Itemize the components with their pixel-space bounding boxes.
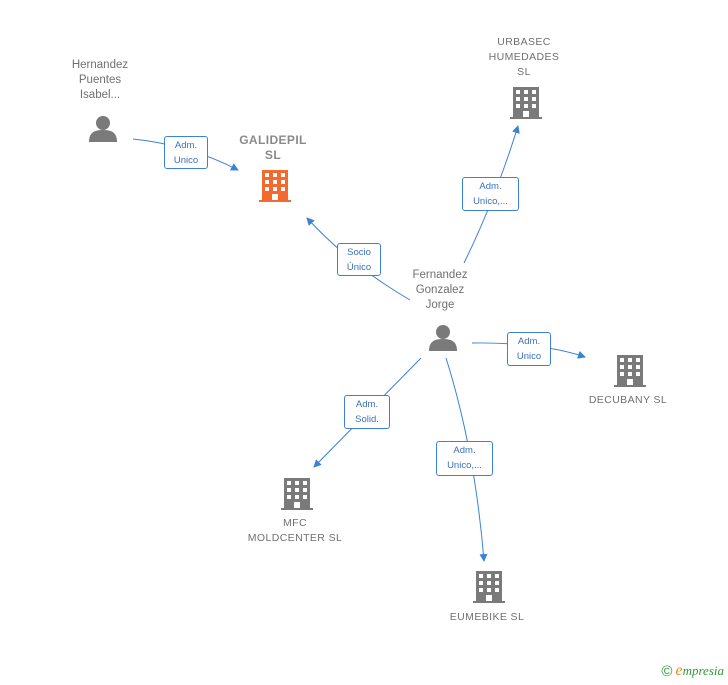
decubany-label[interactable]: DECUBANY SL bbox=[588, 394, 668, 406]
footer-brand: ©empresia bbox=[661, 662, 724, 680]
galidepil-label[interactable]: GALIDEPIL SL bbox=[239, 133, 307, 162]
hernandez-label[interactable]: Hernandez Puentes Isabel... bbox=[71, 59, 129, 101]
eumebike-building-icon[interactable] bbox=[473, 571, 505, 603]
fernandez-label[interactable]: Fernandez Gonzalez Jorge bbox=[412, 269, 468, 311]
brand-logo-e: e bbox=[675, 662, 683, 679]
edge-label-fernandez-mfc: Adm. Solid. bbox=[344, 395, 390, 429]
galidepil-building-icon[interactable] bbox=[259, 170, 291, 202]
decubany-building-icon[interactable] bbox=[614, 355, 646, 387]
edge-label-fernandez-eumebike: Adm. Unico,... bbox=[436, 441, 493, 476]
edge-label-hernandez-galidepil: Adm. Unico bbox=[164, 136, 208, 169]
urbasec-label[interactable]: URBASEC HUMEDADES SL bbox=[488, 36, 560, 78]
mfc-building-icon[interactable] bbox=[281, 478, 313, 510]
brand-logo-text: mpresia bbox=[682, 663, 724, 678]
copyright-icon: © bbox=[661, 663, 673, 680]
hernandez-person-icon[interactable] bbox=[89, 116, 117, 142]
eumebike-label[interactable]: EUMEBIKE SL bbox=[449, 611, 525, 623]
edge-label-fernandez-urbasec: Adm. Unico,... bbox=[462, 177, 519, 211]
edge-label-fernandez-decubany: Adm. Unico bbox=[507, 332, 551, 366]
fernandez-person-icon[interactable] bbox=[429, 325, 457, 351]
mfc-label[interactable]: MFC MOLDCENTER SL bbox=[247, 517, 343, 544]
urbasec-building-icon[interactable] bbox=[510, 87, 542, 119]
edge-label-fernandez-galidepil: Socio Único bbox=[337, 243, 381, 276]
